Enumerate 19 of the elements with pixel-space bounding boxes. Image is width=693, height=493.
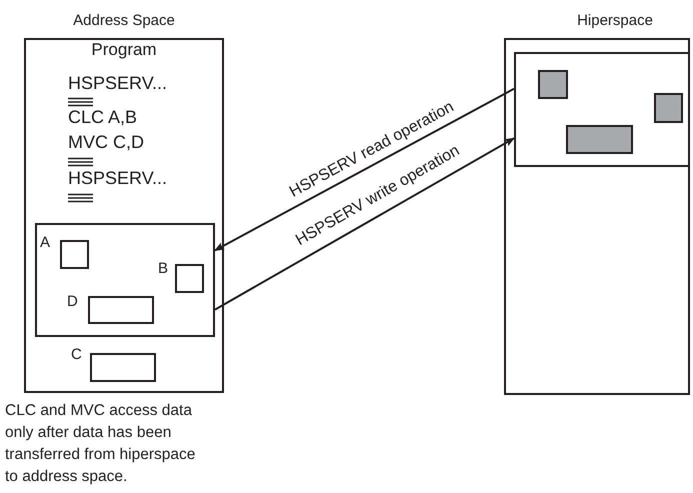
code-line: HSPSERV...: [68, 74, 168, 92]
area-label: C: [71, 347, 82, 362]
caption: CLC and MVC access data only after data has been transferred from hiperspace to address space.: [5, 401, 196, 487]
data-block: [566, 125, 633, 154]
code-line: MVC C,D: [68, 133, 144, 151]
data-area-box: [514, 52, 690, 167]
data-block: [654, 93, 683, 123]
program-heading: Program: [91, 41, 157, 58]
code-line: HSPSERV...: [68, 169, 168, 187]
space-title: Hiperspace: [577, 13, 653, 28]
data-area-box: [35, 223, 215, 337]
space-title: Address Space: [73, 13, 175, 28]
arrow: [214, 88, 514, 252]
code-line: CLC A,B: [68, 108, 138, 126]
area-label: B: [158, 261, 168, 276]
data-block: [538, 70, 568, 99]
area-label: D: [67, 294, 78, 309]
area-label: A: [40, 235, 50, 250]
arrow: [214, 137, 515, 310]
